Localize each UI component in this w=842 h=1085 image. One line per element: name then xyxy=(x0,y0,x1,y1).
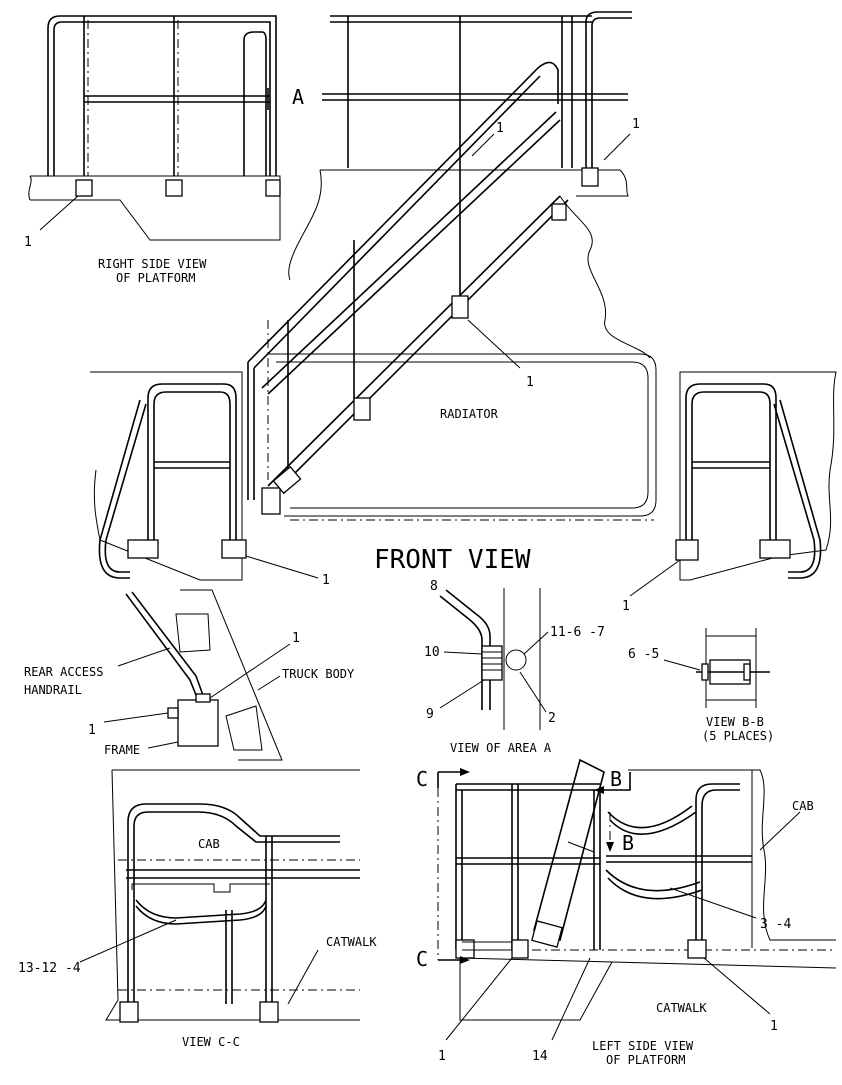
rear-access-handrail-detail: 1 1 REAR ACCESS HANDRAIL FRAME TRUCK BOD… xyxy=(24,589,355,761)
left-side-cab-label: CAB xyxy=(792,799,814,813)
callout-1-left-side-a: 1 xyxy=(438,1049,446,1064)
view-b-b: 6 -5 VIEW B-B (5 PLACES) xyxy=(628,628,774,743)
view-of-area-a-title: VIEW OF AREA A xyxy=(450,741,552,755)
front-view-left-rail: 1 xyxy=(90,371,330,588)
callout-3-4: 3 -4 xyxy=(760,917,791,932)
view-of-area-a: 8 11-6 -7 10 9 2 VIEW OF AREA A xyxy=(424,579,605,755)
view-b-b-title-line2: (5 PLACES) xyxy=(702,729,774,743)
left-side-view: C C B B 1 14 1 3 -4 CAB CATWALK LEFT SID… xyxy=(416,758,837,1067)
view-arrow-a: A xyxy=(292,85,304,109)
callout-2: 2 xyxy=(548,711,556,726)
callout-9: 9 xyxy=(426,707,434,722)
callout-8: 8 xyxy=(430,579,438,594)
front-view: RADIATOR 1 1 1 FRONT VIEW xyxy=(247,11,657,575)
callout-14: 14 xyxy=(532,1049,548,1064)
frame-label: FRAME xyxy=(104,743,140,757)
rear-access-handrail-label-line2: HANDRAIL xyxy=(24,683,82,697)
right-side-view-title-line1: RIGHT SIDE VIEW xyxy=(98,257,207,271)
right-side-view: 1 A RIGHT SIDE VIEW OF PLATFORM xyxy=(24,15,304,285)
truck-body-label: TRUCK BODY xyxy=(282,667,355,681)
section-c-bottom: C xyxy=(416,947,428,971)
front-view-right-rail: 1 xyxy=(622,371,837,614)
callout-1-right-side: 1 xyxy=(24,235,32,250)
callout-13-12-4: 13-12 -4 xyxy=(18,961,81,976)
callout-1-left-rail: 1 xyxy=(322,573,330,588)
callout-1-right-rail: 1 xyxy=(622,599,630,614)
rear-access-handrail-label-line1: REAR ACCESS xyxy=(24,665,103,679)
view-b-b-title-line1: VIEW B-B xyxy=(706,715,764,729)
section-b-bottom: B xyxy=(622,831,634,855)
callout-11-6-7: 11-6 -7 xyxy=(550,625,605,640)
callout-6-5: 6 -5 xyxy=(628,647,659,662)
view-c-c-cab-label: CAB xyxy=(198,837,220,851)
callout-1-front-c: 1 xyxy=(526,375,534,390)
callout-1-front-a: 1 xyxy=(496,121,504,136)
callout-10: 10 xyxy=(424,645,440,660)
callout-1-front-b: 1 xyxy=(632,117,640,132)
section-c-top: C xyxy=(416,767,428,791)
view-c-c-title: VIEW C-C xyxy=(182,1035,240,1049)
callout-1-rear-b: 1 xyxy=(88,723,96,738)
front-view-title: FRONT VIEW xyxy=(374,545,531,575)
section-b-top: B xyxy=(610,767,622,791)
left-side-view-title-line1: LEFT SIDE VIEW xyxy=(592,1039,694,1053)
right-side-view-title-line2: OF PLATFORM xyxy=(116,271,195,285)
callout-1-rear-a: 1 xyxy=(292,631,300,646)
view-c-c-catwalk-label: CATWALK xyxy=(326,935,377,949)
left-side-view-title-line2: OF PLATFORM xyxy=(606,1053,685,1067)
callout-1-left-side-b: 1 xyxy=(770,1019,778,1034)
view-c-c: CAB CATWALK 13-12 -4 VIEW C-C xyxy=(18,769,377,1049)
left-side-catwalk-label: CATWALK xyxy=(656,1001,707,1015)
radiator-label: RADIATOR xyxy=(440,407,499,421)
